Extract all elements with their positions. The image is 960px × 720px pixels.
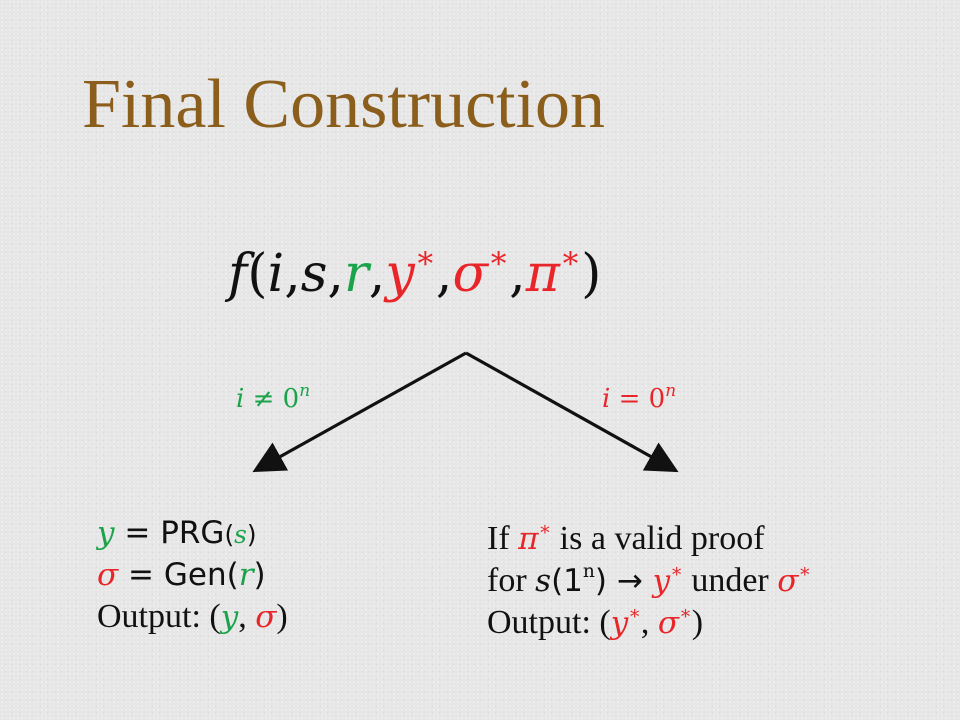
right-output-sigma-star: ∗ [679, 603, 692, 625]
left-condition-relation: ≠ 0 [244, 384, 300, 414]
formula-open-paren: ( [247, 244, 268, 304]
left-output-sigma: σ [255, 599, 277, 635]
formula-star: ∗ [559, 239, 582, 276]
left-gen-arg-r: r [238, 557, 254, 593]
left-output-line-prg: y = PRG(s) [97, 512, 288, 554]
formula-var-sigma: σ [452, 244, 488, 304]
right-condition-exponent: n [665, 380, 677, 401]
right-output-label: Output: [487, 604, 600, 641]
right-s-exp: n [582, 561, 595, 583]
formula-var-pi: π [525, 244, 560, 304]
left-prg-eq: = PRG [114, 515, 225, 551]
formula-function: f [228, 244, 248, 304]
left-gen-close: ) [253, 557, 266, 593]
right-output-y-star: ∗ [628, 603, 641, 625]
formula-comma: , [368, 244, 386, 304]
right-condition-relation: = 0 [610, 384, 666, 414]
formula-var-y: y [385, 244, 415, 304]
formula-close-paren: ) [581, 244, 602, 304]
formula-comma: , [435, 244, 453, 304]
formula-comma: , [509, 244, 526, 304]
left-prg-arg-s: s [234, 520, 247, 549]
right-under: under [682, 562, 778, 599]
right-pi-star: ∗ [538, 519, 552, 541]
right-pi: π [518, 521, 539, 557]
formula-comma: , [327, 244, 344, 304]
right-output-block: If π∗ is a valid proof for s(1n) → y∗ un… [487, 518, 811, 644]
left-gen-open: ( [226, 557, 239, 593]
left-var-y: y [97, 515, 115, 551]
right-maps-to: ) → [594, 563, 653, 599]
right-output-line-output: Output: (y∗, σ∗) [487, 602, 811, 644]
left-output-y: y [220, 599, 239, 635]
right-for: for [487, 562, 536, 599]
left-branch-condition: i ≠ 0n [236, 380, 310, 414]
right-branch-condition: i = 0n [602, 380, 676, 414]
formula-var-i: i [267, 244, 285, 304]
left-gen-eq: = Gen [118, 557, 227, 593]
left-prg-open: ( [224, 520, 235, 549]
right-output-y: y [610, 605, 629, 641]
left-output-line-output: Output: (y, σ) [97, 596, 288, 638]
right-s-arg: (1 [551, 563, 583, 599]
left-output-line-gen: σ = Gen(r) [97, 554, 288, 596]
left-condition-exponent: n [299, 380, 311, 401]
right-valid-proof: is a valid proof [551, 520, 765, 557]
right-output-open: ( [599, 604, 611, 641]
left-prg-close: ) [246, 520, 257, 549]
right-branch-arrow [465, 351, 679, 473]
formula-star: ∗ [487, 239, 510, 276]
left-branch-arrow [252, 351, 467, 473]
left-output-close: ) [276, 598, 288, 635]
right-condition-var: i [602, 384, 611, 414]
left-output-comma: , [238, 598, 256, 635]
right-y: y [652, 563, 671, 599]
left-output-label: Output: [97, 598, 210, 635]
right-output-line-if: If π∗ is a valid proof [487, 518, 811, 560]
right-y-star: ∗ [670, 561, 683, 583]
slide-title: Final Construction [82, 66, 606, 143]
left-condition-var: i [236, 384, 245, 414]
right-sigma-star: ∗ [798, 561, 812, 583]
formula-comma: , [284, 244, 301, 304]
right-sigma: σ [777, 563, 799, 599]
right-output-line-for: for s(1n) → y∗ under σ∗ [487, 560, 811, 602]
formula-var-r: r [343, 244, 369, 304]
right-if: If [487, 520, 519, 557]
left-output-open: ( [209, 598, 221, 635]
formula-star: ∗ [414, 239, 436, 276]
right-output-sigma: σ [657, 605, 680, 641]
left-output-block: y = PRG(s) σ = Gen(r) Output: (y, σ) [97, 512, 288, 638]
formula-var-s: s [300, 244, 328, 304]
right-s: s [535, 563, 552, 599]
right-output-close: ) [691, 604, 704, 641]
main-formula: f(i,s,r,y∗,σ∗,π∗) [228, 242, 601, 300]
left-var-sigma: σ [97, 557, 119, 593]
right-output-comma: , [640, 604, 658, 641]
